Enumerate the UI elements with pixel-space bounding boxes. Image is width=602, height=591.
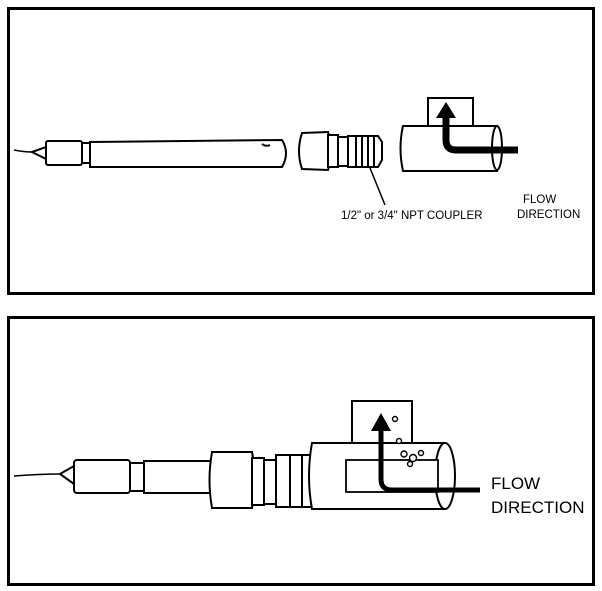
bottom-flow-label-line2: DIRECTION [491, 498, 585, 517]
coupler-label: 1/2" or 3/4" NPT COUPLER [341, 210, 483, 222]
bottom-sensor-cable [13, 473, 61, 477]
bottom-probe-inside-tee [345, 459, 439, 493]
bottom-air-bubbles [391, 415, 425, 468]
top-flow-arrow [436, 102, 518, 154]
top-sensor-cable [13, 149, 33, 153]
bottom-flow-label-line1: FLOW [491, 474, 541, 493]
top-flow-label-line2: DIRECTION [517, 209, 581, 221]
top-coupler-leader-line [369, 167, 386, 206]
top-tee-pipe [399, 97, 503, 172]
bottom-panel-installation-assembled [7, 316, 595, 586]
top-sensor-probe [29, 138, 287, 168]
top-flow-label-line1: FLOW [523, 194, 557, 206]
top-coupler-fitting [298, 130, 383, 172]
bottom-sensor-probe [58, 459, 213, 494]
bottom-flow-arrow [371, 413, 480, 493]
